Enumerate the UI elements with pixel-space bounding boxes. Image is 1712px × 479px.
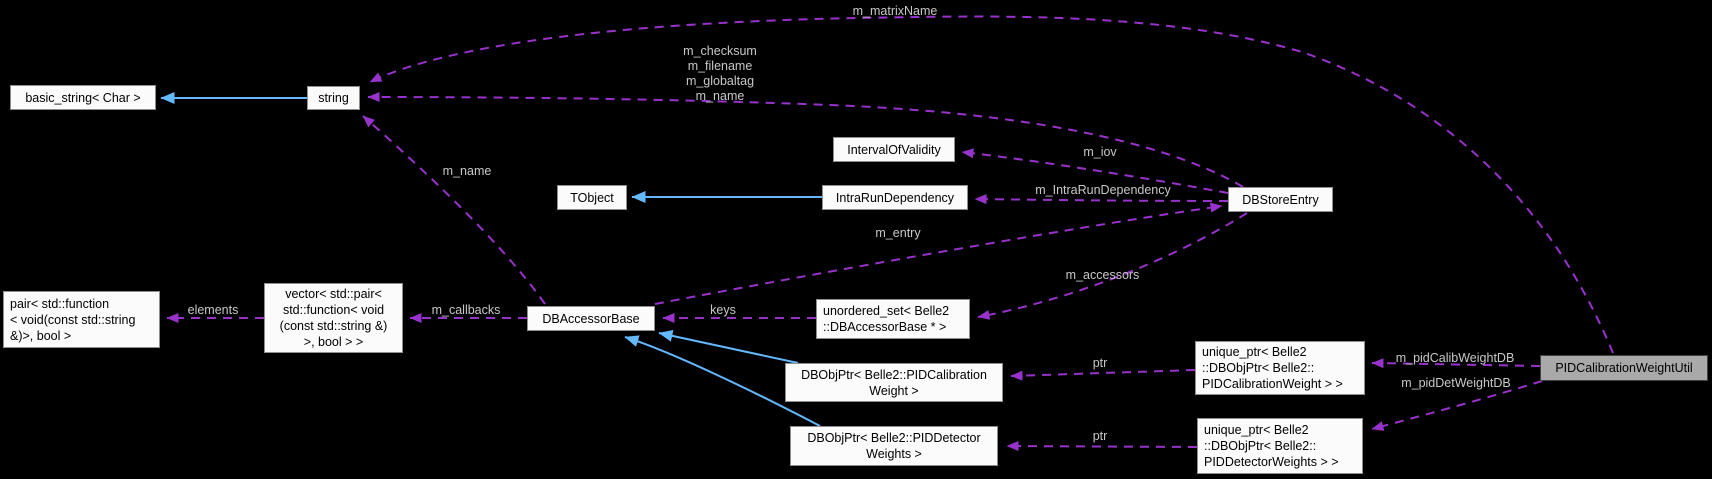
node-pair-function[interactable]: pair< std::function < void(const std::st… bbox=[3, 291, 160, 348]
node-dbobjptr-piddetectorweights[interactable]: DBObjPtr< Belle2::PIDDetector Weights > bbox=[790, 426, 998, 466]
edge-label-m-entry: m_entry bbox=[875, 226, 921, 240]
node-vector-pair[interactable]: vector< std::pair< std::function< void (… bbox=[264, 283, 403, 353]
edge-label-m-matrixname: m_matrixName bbox=[852, 4, 938, 18]
edge-label-m-intrarundependency: m_IntraRunDependency bbox=[1035, 183, 1171, 197]
edge-usage-ptr-det bbox=[1006, 441, 1198, 452]
edge-usage-m-intrarundependency bbox=[974, 194, 1229, 205]
edge-label-dbstore-string-members: m_checksum m_filename m_globaltag m_name bbox=[683, 44, 757, 103]
edge-usage-m-entry bbox=[654, 202, 1223, 305]
node-intervalofvalidity[interactable]: IntervalOfValidity bbox=[833, 137, 955, 162]
edge-label-m-piddetweightdb: m_pidDetWeightDB bbox=[1401, 376, 1511, 390]
edge-usage-m-pidcalibweightdb bbox=[1371, 358, 1541, 369]
edge-inherit-dbobjptr-calib-dbaccessorbase bbox=[658, 329, 799, 364]
node-string[interactable]: string bbox=[307, 86, 360, 110]
node-intrarundependency[interactable]: IntraRunDependency bbox=[822, 185, 968, 210]
edge-usage-m-matrixname bbox=[369, 15, 1614, 354]
edge-label-m-accessors: m_accessors bbox=[1065, 268, 1140, 282]
edge-inherit-dbobjptr-det-dbaccessorbase bbox=[624, 335, 821, 427]
edge-label-m-iov: m_iov bbox=[1083, 145, 1117, 159]
node-pidcalibrationweightutil: PIDCalibrationWeightUtil bbox=[1540, 355, 1708, 381]
edge-label-ptr-calib: ptr bbox=[1092, 356, 1108, 370]
node-dbobjptr-pidcalibrationweight[interactable]: DBObjPtr< Belle2::PIDCalibration Weight … bbox=[785, 363, 1003, 402]
edge-label-m-pidcalibweightdb: m_pidCalibWeightDB bbox=[1395, 351, 1515, 365]
node-uniqueptr-piddetectorweights[interactable]: unique_ptr< Belle2 ::DBObjPtr< Belle2:: … bbox=[1197, 418, 1363, 474]
edge-usage-dbstore-string-members bbox=[367, 92, 1244, 188]
edge-label-m-callbacks: m_callbacks bbox=[431, 303, 501, 317]
edge-usage-m-accessors bbox=[977, 212, 1248, 320]
node-dbstoreentry[interactable]: DBStoreEntry bbox=[1228, 187, 1333, 212]
node-uniqueptr-pidcalibrationweight[interactable]: unique_ptr< Belle2 ::DBObjPtr< Belle2:: … bbox=[1195, 341, 1365, 395]
edge-usage-m-iov bbox=[961, 148, 1229, 194]
node-dbaccessorbase[interactable]: DBAccessorBase bbox=[527, 306, 655, 331]
edge-usage-m-piddetweightdb bbox=[1371, 380, 1543, 431]
edge-label-keys: keys bbox=[710, 303, 736, 317]
node-tobject[interactable]: TObject bbox=[557, 185, 627, 210]
edge-label-elements: elements bbox=[187, 303, 239, 317]
edge-usage-m-name bbox=[362, 115, 546, 305]
node-unordered-set[interactable]: unordered_set< Belle2 ::DBAccessorBase *… bbox=[816, 299, 970, 339]
edge-label-ptr-det: ptr bbox=[1092, 429, 1108, 443]
node-basic-string[interactable]: basic_string< Char > bbox=[10, 85, 156, 110]
edge-label-m-name: m_name bbox=[442, 164, 492, 178]
